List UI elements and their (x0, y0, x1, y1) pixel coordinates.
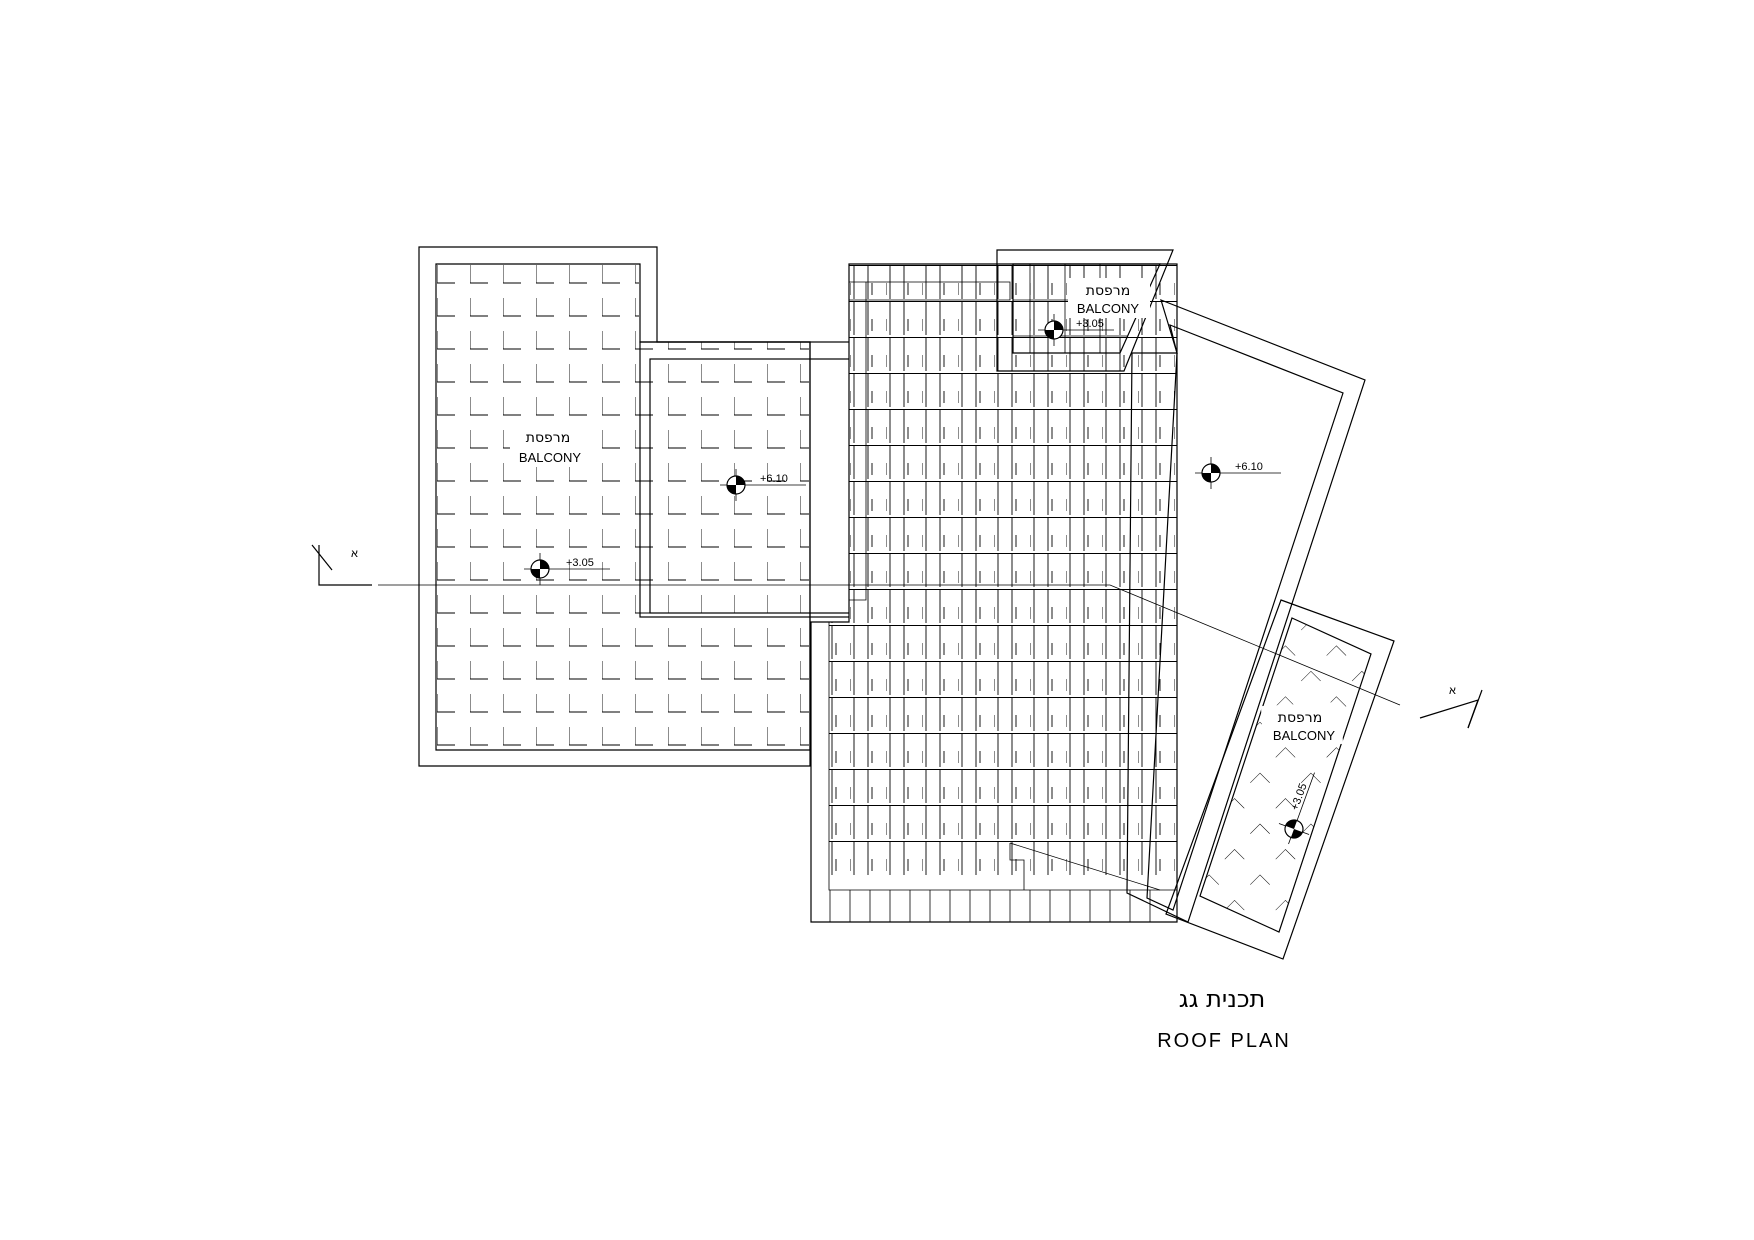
area-label-left-balcony: מרפסת BALCONY (519, 430, 581, 465)
section-mark-right: א (1419, 685, 1483, 729)
title-hebrew: תכנית גג (1179, 985, 1266, 1013)
pitched-tile-roof (810, 263, 1178, 923)
elevation-central-roof: +6.10 (760, 473, 788, 485)
elevation-marker-top-balcony: +3.05 (1038, 314, 1114, 346)
top-balcony-hebrew: מרפסת (1086, 283, 1130, 299)
section-mark-left-label: א (351, 548, 358, 560)
elevation-left-balcony: +3.05 (566, 557, 594, 569)
left-balcony-hebrew: מרפסת (526, 430, 570, 446)
elevation-top-balcony: +3.05 (1076, 318, 1104, 330)
title-english: ROOF PLAN (1157, 1030, 1291, 1052)
right-balcony (1165, 599, 1395, 960)
section-mark-left: א (311, 544, 372, 586)
area-label-right-balcony: מרפסת BALCONY (1273, 710, 1335, 743)
elevation-marker-central-roof: +6.10 (720, 469, 806, 501)
ridge-bottom-strip (829, 890, 1151, 922)
right-slanted-roof (1126, 298, 1366, 923)
left-balcony-english: BALCONY (519, 450, 581, 465)
left-balcony (418, 246, 811, 767)
right-balcony-english: BALCONY (1273, 728, 1335, 743)
elevation-marker-right-roof: +6.10 (1195, 457, 1281, 489)
drawing-title: תכנית גג ROOF PLAN (1157, 985, 1291, 1052)
elevation-marker-left-balcony: +3.05 (524, 553, 610, 585)
section-mark-right-label: א (1449, 685, 1456, 697)
section-line: א א (311, 544, 1483, 729)
elevation-right-roof: +6.10 (1235, 461, 1263, 473)
area-label-top-balcony: מרפסת BALCONY (1077, 283, 1139, 316)
right-balcony-hebrew: מרפסת (1278, 710, 1322, 726)
top-balcony-english: BALCONY (1077, 301, 1139, 316)
